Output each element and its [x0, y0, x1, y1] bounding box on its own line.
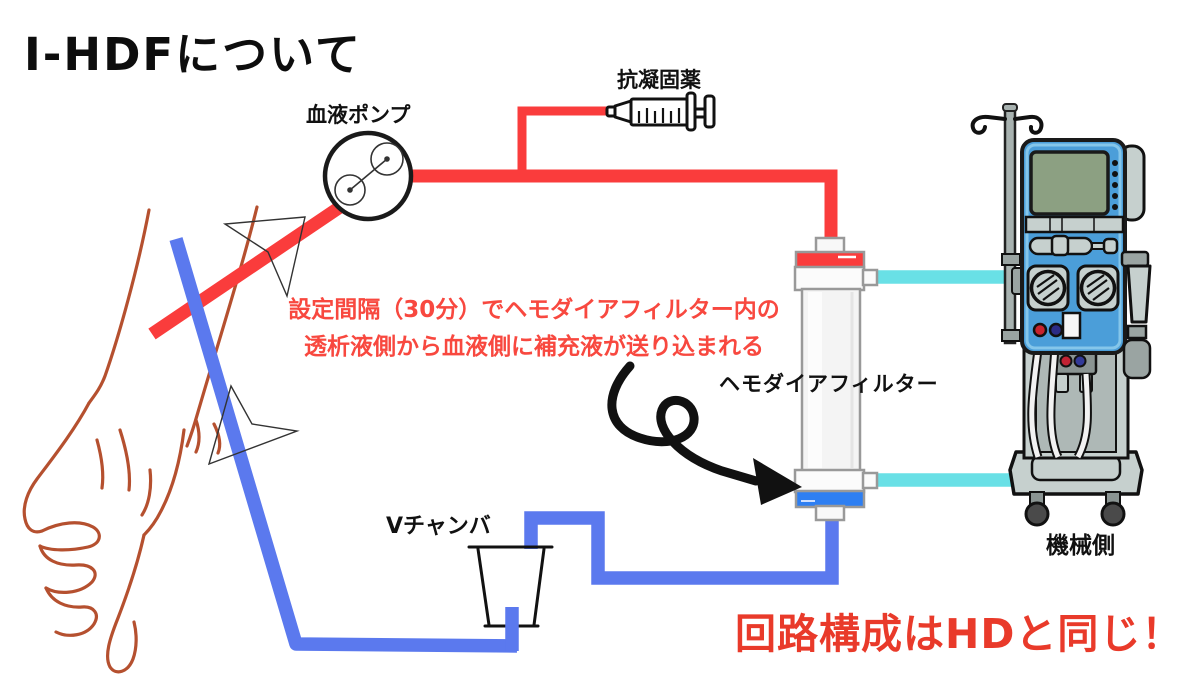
venous-tube-from-filter — [524, 510, 839, 585]
supplement-flow-arrow-icon — [607, 361, 802, 505]
blood-pump-label: 血液ポンプ — [306, 103, 411, 127]
anticoagulant-tube — [517, 106, 612, 180]
flow-arrow-arterial-icon — [222, 216, 306, 299]
supplement-interval-note-line2: 透析液側から血液側に補充液が送り込まれる — [304, 334, 764, 360]
hemodiafilter-label: ヘモダイアフィルター — [719, 372, 939, 396]
hemodiafilter-icon — [793, 236, 879, 522]
machine-slider — [1028, 234, 1119, 257]
dialysis-machine-icon — [970, 103, 1152, 527]
supplement-interval-note-line1: 設定間隔（30分）でヘモダイアフィルター内の — [288, 297, 780, 323]
blood-pump-icon — [322, 130, 414, 222]
syringe-icon — [605, 91, 716, 132]
page-title: I-HDFについて — [24, 28, 362, 81]
circuit-note: 回路構成はHDと同じ！ — [735, 610, 1184, 658]
venous-tube-return — [169, 237, 518, 653]
supplement-interval-note: 設定間隔（30分）でヘモダイアフィルター内の 透析液側から血液側に補充液が送り込… — [288, 292, 780, 366]
machine-buttons — [1112, 160, 1118, 210]
iv-pole-icon — [970, 103, 1044, 345]
anticoagulant-label: 抗凝固薬 — [617, 68, 701, 92]
patient-arm-illustration — [22, 205, 259, 674]
flow-arrow-venous-icon — [207, 384, 300, 466]
machine-pump-knobs — [1026, 264, 1120, 312]
machine-screen — [1029, 150, 1110, 216]
v-chamber-label: Vチャンバ — [386, 514, 491, 539]
machine-side-label: 機械側 — [1046, 533, 1115, 559]
caster-wheel-icon — [1024, 491, 1126, 527]
